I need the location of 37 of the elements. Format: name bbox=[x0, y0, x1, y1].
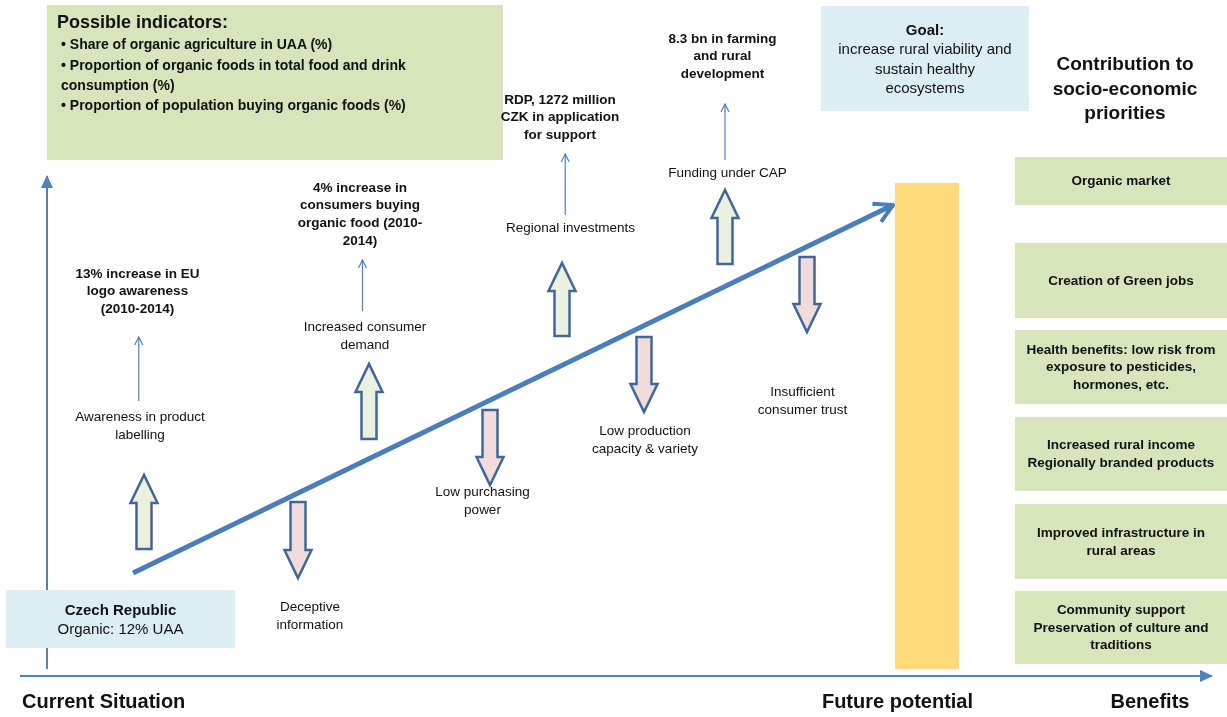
driver-text: Funding under CAP bbox=[645, 162, 810, 184]
trend-arrow bbox=[131, 201, 895, 576]
goal-box: Goal: increase rural viability and sustain healthy ecosystems bbox=[821, 6, 1029, 111]
benefit-box: Increased rural income Regionally branded products bbox=[1015, 417, 1227, 491]
barrier-text: Low purchasing power bbox=[434, 483, 531, 519]
column-heading: Contribution to socio-economic priorities bbox=[1051, 52, 1199, 126]
driver-text: Increased consumer demand bbox=[280, 313, 450, 358]
axis-label: Future potential bbox=[820, 689, 975, 714]
box-text: Organic: 12% UAA bbox=[57, 619, 184, 639]
axis-label: Current Situation bbox=[22, 689, 187, 714]
indicator-text: RDP, 1272 million CZK in application for support bbox=[490, 82, 630, 152]
bullet-item: • Proportion of population buying organic foods (%) bbox=[61, 96, 407, 116]
indicator-text: 13% increase in EU logo awareness (2010-2014) bbox=[75, 247, 200, 335]
barrier-text: Low production capacity & variety bbox=[591, 422, 699, 458]
benefit-box: Organic market bbox=[1015, 157, 1227, 205]
indicators-panel bbox=[47, 5, 503, 160]
indicator-text: 4% increase in consumers buying organic food (2010-2014) bbox=[290, 170, 430, 258]
arrow bbox=[720, 103, 730, 161]
benefit-box: Community support Preservation of culture and traditions bbox=[1015, 591, 1227, 664]
barrier-text: Deceptive information bbox=[275, 598, 345, 634]
arrow bbox=[134, 336, 144, 402]
barrier-text: Insufficient consumer trust bbox=[756, 383, 849, 419]
future-potential-bar bbox=[895, 183, 959, 669]
driver-text: Regional investments bbox=[478, 217, 663, 239]
panel-heading: Possible indicators: bbox=[57, 11, 229, 34]
benefit-box: Creation of Green jobs bbox=[1015, 243, 1227, 318]
arrow bbox=[357, 259, 368, 312]
benefit-box: Health benefits: low risk from exposure to pesticides, hormones, etc. bbox=[1015, 330, 1227, 404]
driver-text: Awareness in product labelling bbox=[55, 403, 225, 448]
benefit-box: Improved infrastructure in rural areas bbox=[1015, 504, 1227, 579]
bullet-item: • Proportion of organic foods in total food and drink consumption (%) bbox=[61, 55, 407, 95]
indicator-text: 8.3 bn in farming and rural development bbox=[660, 10, 785, 102]
box-heading: Czech Republic bbox=[64, 599, 177, 619]
axis-label: Benefits bbox=[1109, 689, 1191, 714]
arrow bbox=[560, 153, 570, 216]
country-box bbox=[6, 590, 235, 648]
bullet-item: • Share of organic agriculture in UAA (%) bbox=[61, 35, 334, 55]
